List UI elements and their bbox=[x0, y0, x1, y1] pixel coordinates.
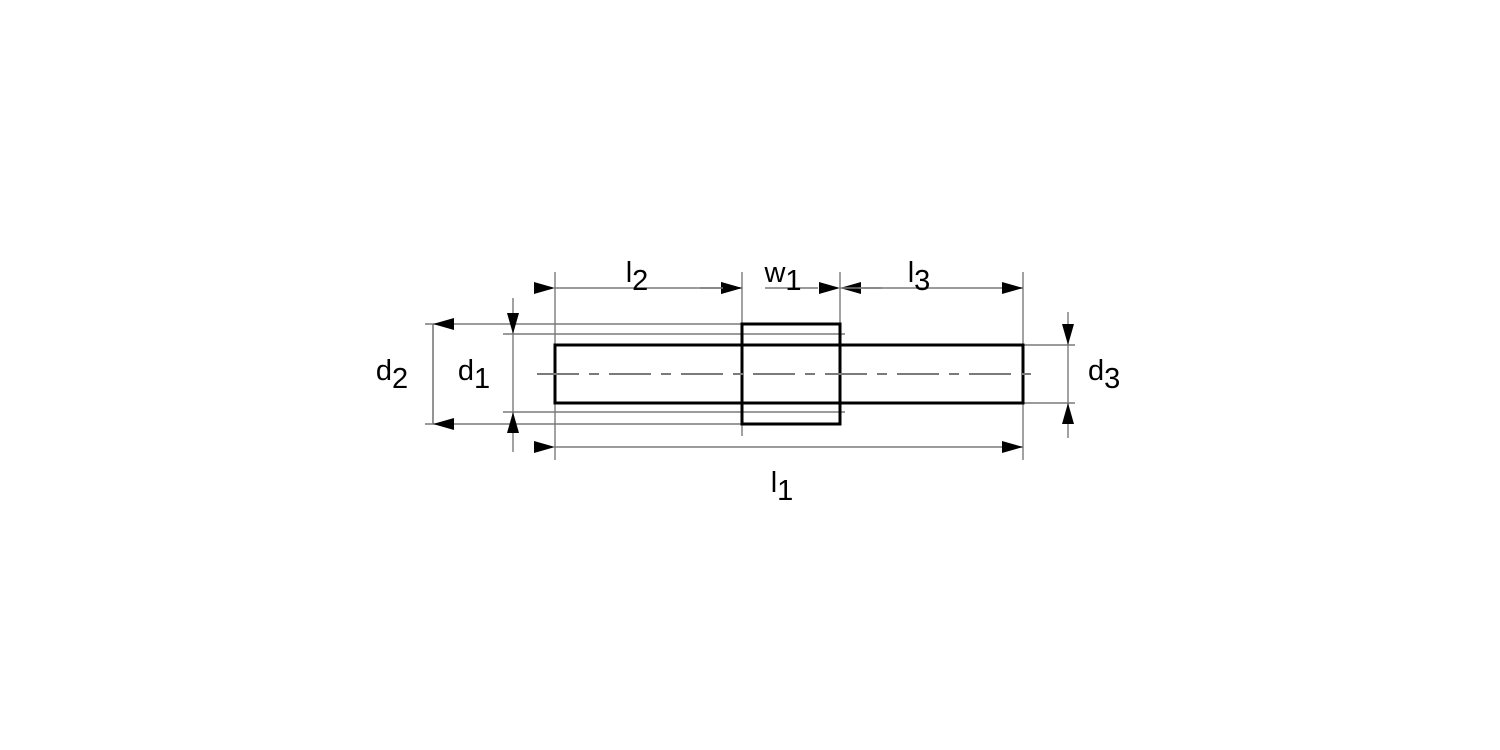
dim-label-l3: l3 bbox=[908, 257, 931, 297]
dimension-l2: l2 bbox=[534, 257, 742, 297]
dim-label-l1: l1 bbox=[771, 467, 794, 507]
dim-label-w1: w1 bbox=[763, 257, 801, 297]
dim-arrow-d3-top bbox=[1062, 324, 1074, 345]
extension-lines bbox=[425, 272, 1075, 460]
dim-label-d3: d3 bbox=[1088, 355, 1120, 395]
dim-arrow-d1-top bbox=[507, 313, 519, 334]
dim-label-d2: d2 bbox=[376, 355, 408, 395]
dim-label-l2: l2 bbox=[626, 257, 649, 297]
dim-label-d1: d1 bbox=[458, 355, 490, 395]
main-shaft-outline bbox=[553, 343, 1025, 405]
dimension-w1: w1 bbox=[700, 257, 882, 297]
dimension-d1: d1 bbox=[458, 313, 519, 433]
dimension-l3: l3 bbox=[819, 257, 1023, 297]
dimension-l1: l1 bbox=[534, 441, 1023, 507]
dim-arrow-d3-bottom bbox=[1062, 403, 1074, 424]
dim-arrow-d1-bottom bbox=[507, 412, 519, 433]
dimension-d2: d2 bbox=[376, 318, 454, 430]
dim-arrow-w1-left bbox=[721, 282, 742, 294]
dimension-d3: d3 bbox=[1062, 324, 1120, 424]
